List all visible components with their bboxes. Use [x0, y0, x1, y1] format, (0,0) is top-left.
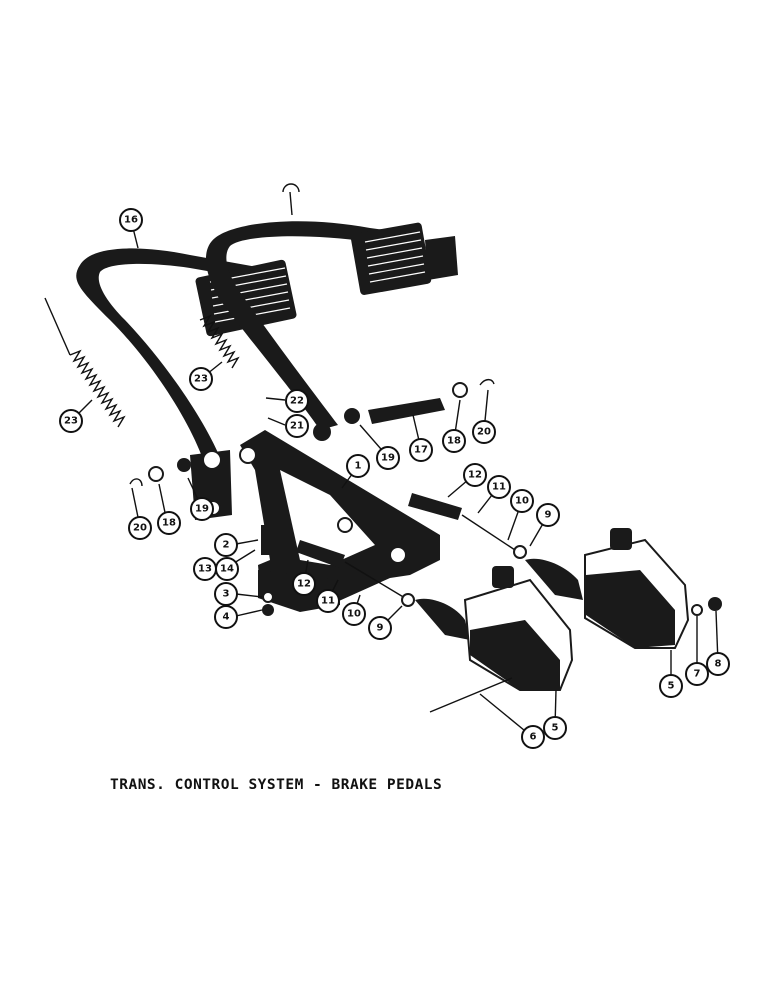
callout-18a: 18 — [442, 429, 466, 453]
callout-21: 21 — [285, 414, 309, 438]
diagram-caption: TRANS. CONTROL SYSTEM - BRAKE PEDALS — [110, 777, 443, 793]
callout-label: 11 — [321, 596, 335, 607]
bushing-mid — [313, 423, 331, 441]
callout-label: 1 — [355, 461, 362, 472]
callout-label: 20 — [133, 523, 147, 534]
callout-17: 17 — [409, 438, 433, 462]
callout-23a: 23 — [59, 409, 83, 433]
callout-label: 21 — [290, 421, 304, 432]
washer-upper — [452, 382, 468, 398]
washer-lower — [148, 466, 164, 482]
callout-label: 12 — [468, 470, 482, 481]
callout-5a: 5 — [659, 674, 683, 698]
callout-7: 7 — [685, 662, 709, 686]
callout-label: 2 — [223, 540, 230, 551]
callout-label: 11 — [492, 482, 506, 493]
nut-4 — [262, 604, 274, 616]
bushing-left — [177, 458, 191, 472]
callout-9b: 9 — [536, 503, 560, 527]
mounting-bolt-6 — [429, 677, 513, 713]
bolt-2 — [261, 525, 271, 555]
callout-16: 16 — [119, 208, 143, 232]
washer-7 — [691, 604, 703, 616]
callout-label: 23 — [64, 416, 78, 427]
callout-label: 14 — [220, 564, 234, 575]
callout-2: 2 — [214, 533, 238, 557]
callout-label: 12 — [297, 579, 311, 590]
callout-label: 3 — [223, 589, 230, 600]
master-cylinder-left — [415, 566, 574, 691]
cotter-pin-lower — [129, 478, 143, 487]
callout-23b: 23 — [189, 367, 213, 391]
bushing-right — [344, 408, 360, 424]
callout-label: 17 — [414, 445, 428, 456]
callout-8: 8 — [706, 652, 730, 676]
callout-5b: 5 — [543, 716, 567, 740]
brake-pedal-right — [205, 221, 458, 430]
callout-20a: 20 — [472, 420, 496, 444]
nut-8 — [708, 597, 722, 611]
callout-18b: 18 — [157, 511, 181, 535]
callout-label: 9 — [377, 623, 384, 634]
callout-10a: 10 — [342, 602, 366, 626]
callout-12a: 12 — [292, 572, 316, 596]
callout-19a: 19 — [376, 446, 400, 470]
callout-label: 18 — [447, 436, 461, 447]
pivot-shaft — [368, 398, 445, 424]
callout-11b: 11 — [487, 475, 511, 499]
washer-3 — [262, 591, 274, 603]
callout-20b: 20 — [128, 516, 152, 540]
callout-1: 1 — [346, 454, 370, 478]
callout-13: 13 — [193, 557, 217, 581]
callout-label: 10 — [515, 496, 529, 507]
callout-4: 4 — [214, 605, 238, 629]
push-rod-right — [408, 493, 527, 559]
callout-label: 5 — [552, 723, 559, 734]
callout-6: 6 — [521, 725, 545, 749]
callout-label: 16 — [124, 215, 138, 226]
callout-3: 3 — [214, 582, 238, 606]
callout-cut-off — [282, 183, 300, 193]
callout-label: 6 — [530, 732, 537, 743]
callout-label: 9 — [545, 510, 552, 521]
callout-label: 19 — [195, 504, 209, 515]
callout-14: 14 — [215, 557, 239, 581]
callout-label: 5 — [668, 681, 675, 692]
callout-label: 23 — [194, 374, 208, 385]
return-spring-left — [44, 297, 126, 428]
callout-label: 22 — [290, 396, 304, 407]
push-rod-left — [296, 540, 415, 607]
callout-9a: 9 — [368, 616, 392, 640]
callout-11a: 11 — [316, 589, 340, 613]
callout-19b: 19 — [190, 497, 214, 521]
callout-label: 4 — [223, 612, 230, 623]
callout-label: 20 — [477, 427, 491, 438]
callout-label: 19 — [381, 453, 395, 464]
callout-label: 18 — [162, 518, 176, 529]
callout-22: 22 — [285, 389, 309, 413]
callout-label: 13 — [198, 564, 212, 575]
cotter-pin-upper — [479, 378, 495, 386]
pedal-support-bracket — [239, 430, 440, 612]
callout-10b: 10 — [510, 489, 534, 513]
callout-label: 8 — [715, 659, 722, 670]
master-cylinder-right — [525, 528, 690, 649]
callout-label: 7 — [694, 669, 701, 680]
callout-label: 10 — [347, 609, 361, 620]
callout-12b: 12 — [463, 463, 487, 487]
return-spring-right — [199, 314, 240, 369]
